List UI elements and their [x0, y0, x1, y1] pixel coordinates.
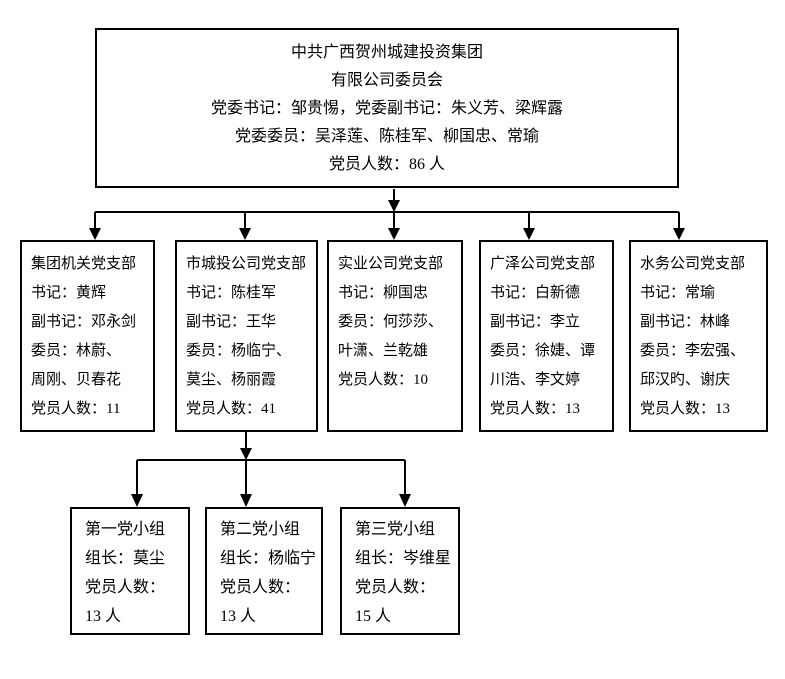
branch-member-count: 党员人数：13: [490, 401, 581, 417]
arrow-down-icon: [240, 494, 252, 507]
group-count-label: 党员人数：: [220, 579, 301, 596]
branch-box-water: 水务公司党支部 书记：常瑜 副书记：林峰 委员：李宏强、 邱汉旳、谢庆 党员人数…: [629, 240, 768, 432]
arrow-down-icon: [399, 494, 411, 507]
group-leader: 组长：岑维星: [355, 550, 452, 567]
branch-title: 集团机关党支部: [31, 256, 137, 272]
branch-member-count: 党员人数：10: [338, 372, 429, 388]
branch-deputy-secretary: 副书记：李立: [490, 314, 581, 330]
branch-title: 水务公司党支部: [640, 256, 746, 272]
branch-title: 广泽公司党支部: [490, 256, 596, 272]
branch-members-line2: 周刚、贝春花: [31, 372, 122, 388]
group-count-label: 党员人数：: [355, 579, 436, 596]
branch-members-line1: 委员：林蔚、: [31, 343, 122, 359]
branch-deputy-secretary: 副书记：林峰: [640, 314, 731, 330]
branch-box-city-investment: 市城投公司党支部 书记：陈桂军 副书记：王华 委员：杨临宁、 莫尘、杨丽霞 党员…: [175, 240, 318, 432]
arrow-down-icon: [89, 228, 101, 240]
branch-members-line1: 委员：李宏强、: [640, 343, 746, 359]
committee-secretaries: 党委书记：邹贵惕，党委副书记：朱义芳、梁辉露: [210, 100, 563, 117]
branch-members-line2: 叶潇、兰乾雄: [338, 343, 429, 359]
arrow-down-icon: [673, 228, 685, 240]
branch-box-group-hq: 集团机关党支部 书记：黄辉 副书记：邓永剑 委员：林蔚、 周刚、贝春花 党员人数…: [20, 240, 155, 432]
branch-member-count: 党员人数：11: [31, 401, 121, 417]
branch-members-line2: 莫尘、杨丽霞: [186, 372, 277, 388]
branch-secretary: 书记：黄辉: [31, 285, 107, 301]
branch-deputy-secretary: 副书记：王华: [186, 314, 277, 330]
branch-members-line2: 邱汉旳、谢庆: [640, 372, 731, 388]
branch-members-line1: 委员：何莎莎、: [338, 314, 444, 330]
group-title: 第一党小组: [85, 521, 166, 538]
branch-secretary: 书记：柳国忠: [338, 285, 429, 301]
committee-title-line2: 有限公司委员会: [330, 72, 443, 89]
group-box-1: 第一党小组 组长：莫尘 党员人数： 13 人: [70, 507, 190, 635]
group-leader: 组长：莫尘: [85, 550, 166, 567]
group-box-2: 第二党小组 组长：杨临宁 党员人数： 13 人: [205, 507, 323, 635]
branch-members-line2: 川浩、李文婷: [490, 372, 581, 388]
group-title: 第三党小组: [355, 521, 436, 538]
group-box-3: 第三党小组 组长：岑维星 党员人数： 15 人: [340, 507, 460, 635]
branch2-drop-arrow-icon: [240, 448, 252, 460]
arrow-down-icon: [388, 228, 400, 240]
committee-member-count: 党员人数：86 人: [328, 156, 445, 173]
branch-box-guangze: 广泽公司党支部 书记：白新德 副书记：李立 委员：徐婕、谭 川浩、李文婷 党员人…: [479, 240, 614, 432]
group-count-value: 13 人: [85, 608, 122, 625]
branch-title: 实业公司党支部: [338, 256, 444, 272]
committee-members: 党委委员：吴泽莲、陈桂军、柳国忠、常瑜: [234, 128, 539, 145]
branch-secretary: 书记：常瑜: [640, 285, 716, 301]
group-count-value: 13 人: [220, 608, 257, 625]
branch-title: 市城投公司党支部: [186, 256, 307, 272]
arrow-down-icon: [131, 494, 143, 507]
branch-secretary: 书记：白新德: [490, 285, 581, 301]
group-count-value: 15 人: [355, 608, 392, 625]
arrow-down-icon: [523, 228, 535, 240]
root-drop-arrow-icon: [388, 200, 400, 212]
branch-members-line1: 委员：杨临宁、: [186, 343, 292, 359]
group-leader: 组长：杨临宁: [220, 550, 317, 567]
arrow-down-icon: [239, 228, 251, 240]
group-count-label: 党员人数：: [85, 579, 166, 596]
branch-member-count: 党员人数：41: [186, 401, 277, 417]
branch-member-count: 党员人数：13: [640, 401, 731, 417]
branch-secretary: 书记：陈桂军: [186, 285, 277, 301]
committee-title-line1: 中共广西贺州城建投资集团: [290, 44, 483, 61]
branch-members-line1: 委员：徐婕、谭: [490, 343, 596, 359]
branch-box-industrial: 实业公司党支部 书记：柳国忠 委员：何莎莎、 叶潇、兰乾雄 党员人数：10: [327, 240, 463, 432]
branch-deputy-secretary: 副书记：邓永剑: [31, 314, 137, 330]
group-title: 第二党小组: [220, 521, 301, 538]
root-committee-box: 中共广西贺州城建投资集团 有限公司委员会 党委书记：邹贵惕，党委副书记：朱义芳、…: [95, 28, 679, 188]
